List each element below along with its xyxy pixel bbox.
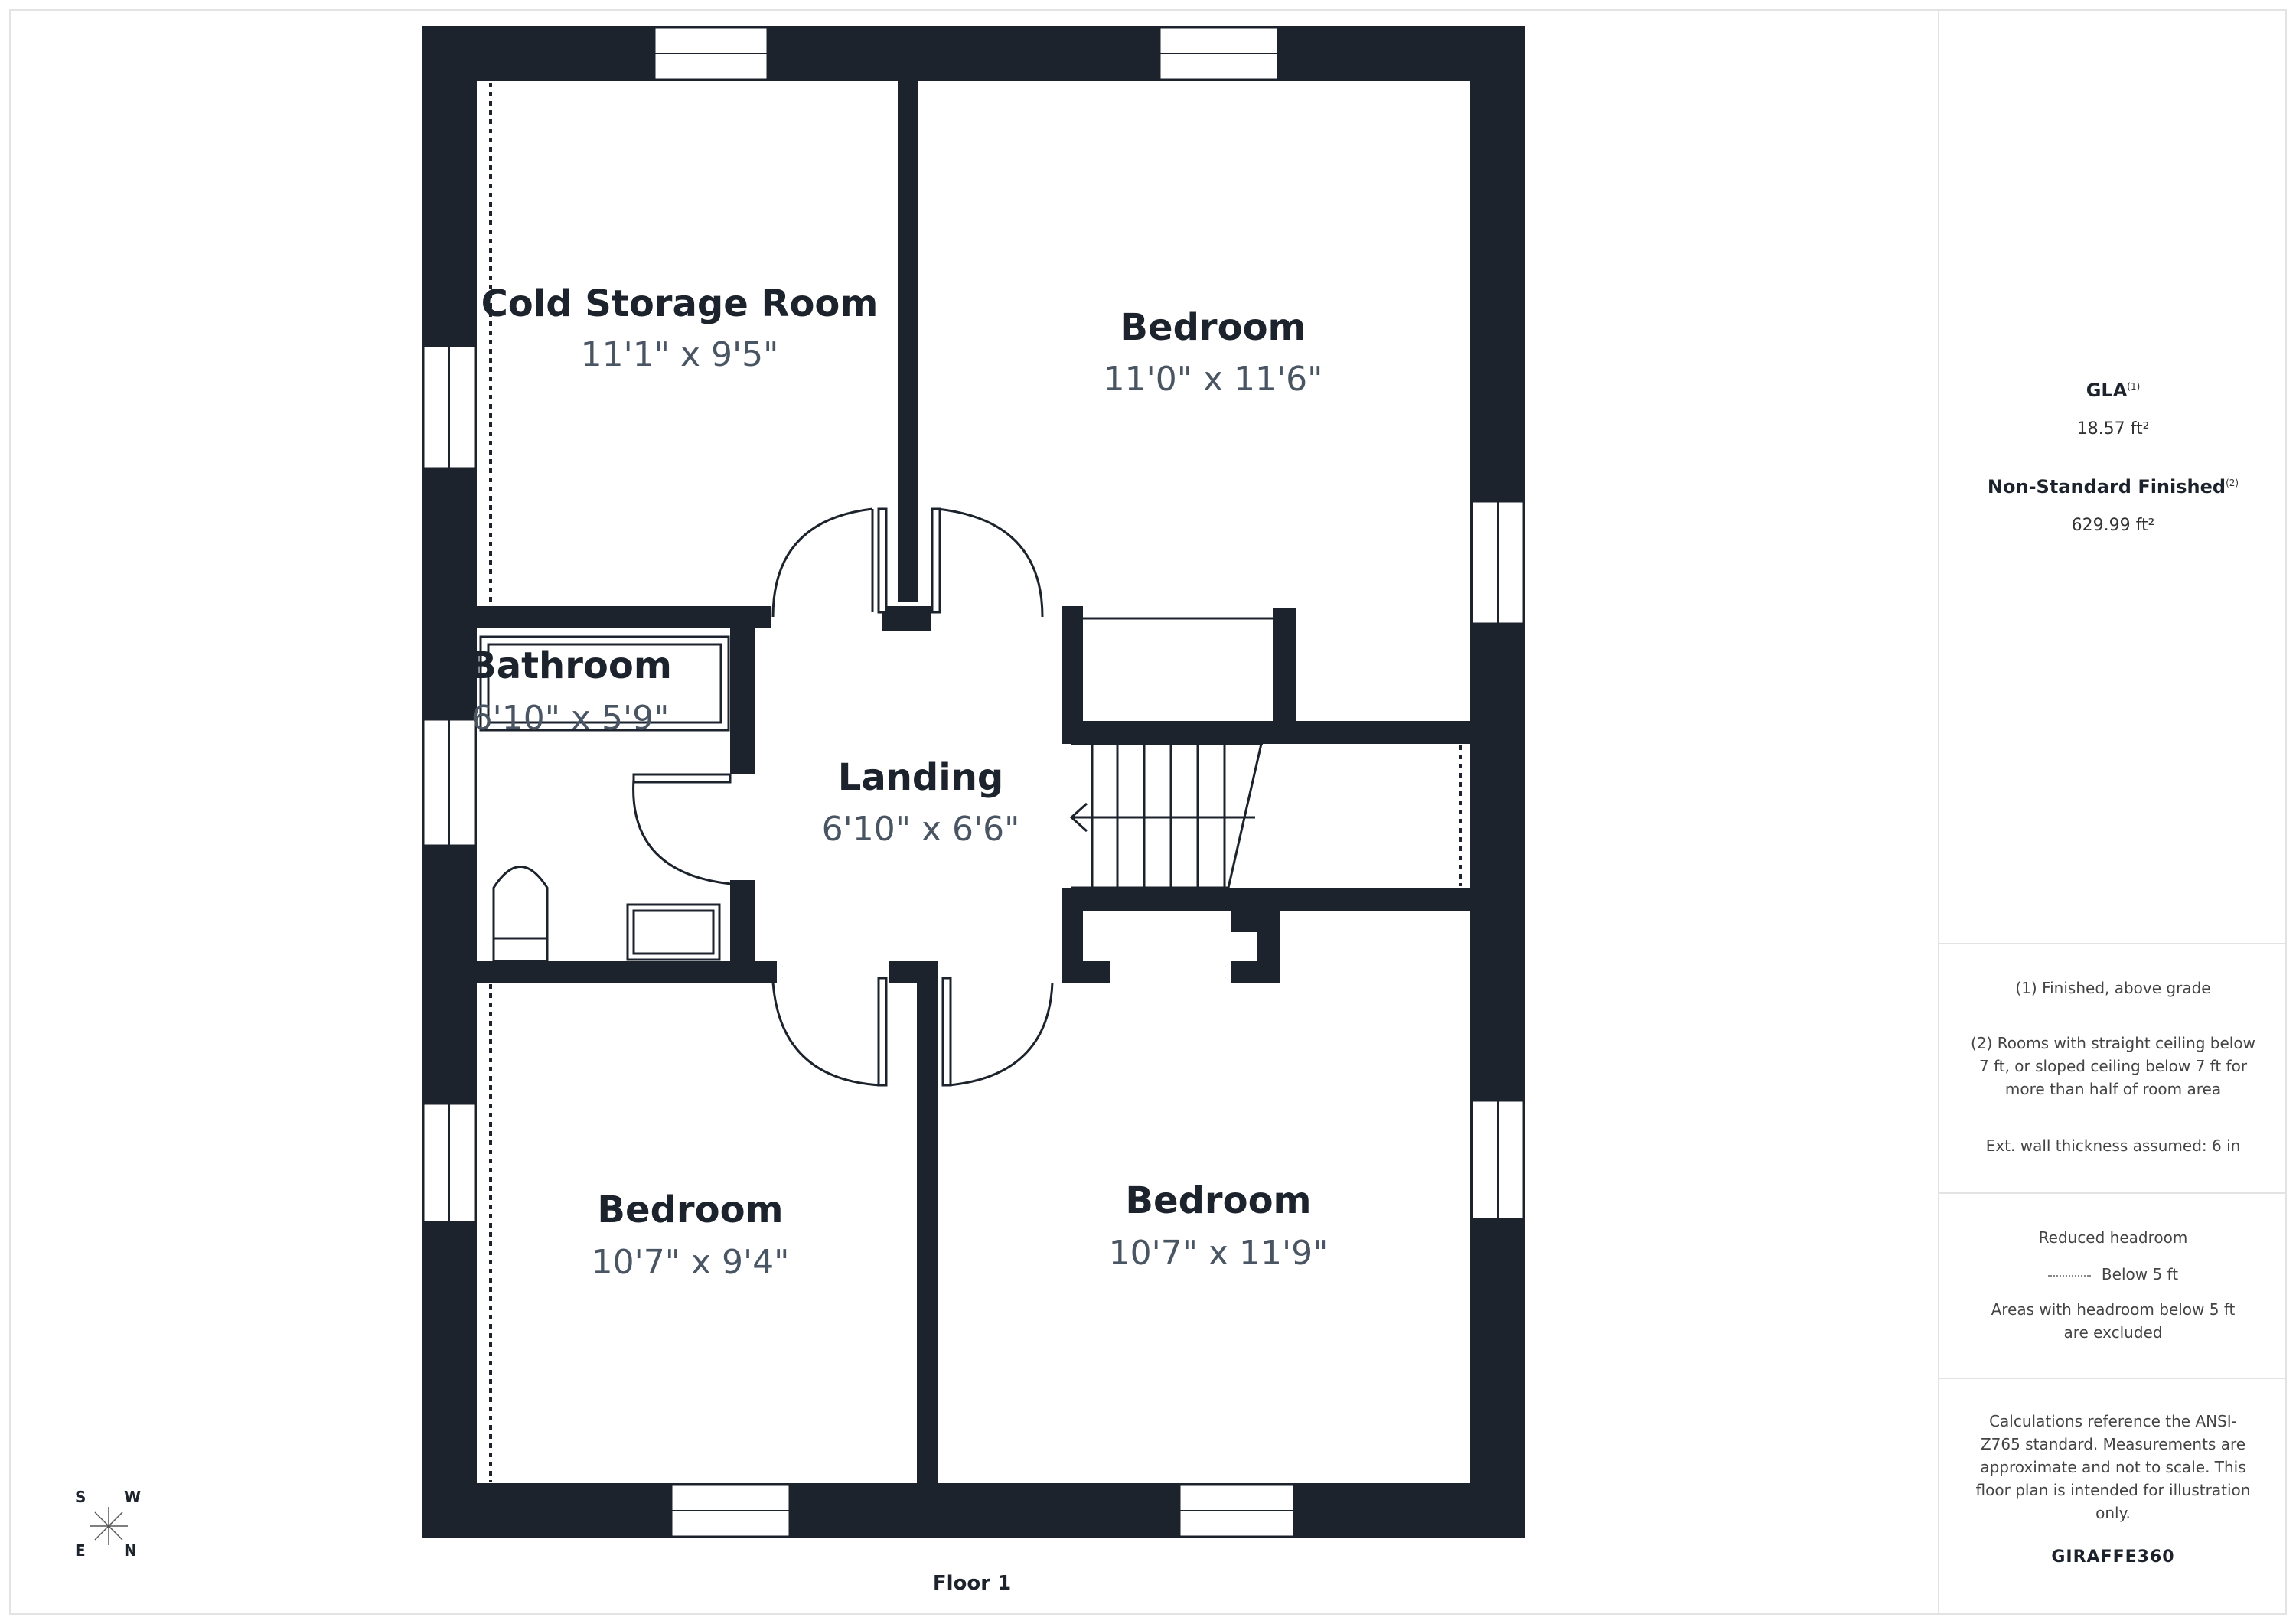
room-name-cold-storage: Cold Storage Room	[481, 282, 879, 325]
reduced-headroom-lines	[489, 83, 1462, 1482]
sidebar-separator	[1939, 943, 2287, 944]
gla-value: 18.57 ft²	[2076, 419, 2150, 439]
nsf-heading: Non-Standard Finished(2)	[1939, 476, 2287, 497]
footnote-3: Ext. wall thickness assumed: 6 in	[1985, 1136, 2241, 1155]
page-frame	[9, 9, 2287, 1615]
sidebar-separator	[1939, 1378, 2287, 1379]
compass-label: W	[124, 1488, 142, 1506]
reduced-headroom-legend: Below 5 ft	[1939, 1263, 2287, 1286]
dotted-line-icon	[2047, 1274, 2091, 1277]
gla-footnote-marker: (1)	[2127, 381, 2141, 392]
compass-rose: S W E N	[70, 1488, 147, 1564]
footnote-2: (2) Rooms with straight ceiling below 7 …	[1971, 1034, 2255, 1098]
reduced-headroom-title: Reduced headroom	[2038, 1228, 2188, 1247]
stairs	[1069, 617, 1273, 889]
room-name-bedroom-1: Bedroom	[1120, 306, 1306, 349]
nsf-footnote-marker: (2)	[2226, 478, 2239, 488]
door-swings	[632, 507, 1054, 1087]
room-dim-bedroom-2: 10'7" x 9'4"	[592, 1243, 790, 1282]
brand-name: GIRAFFE	[2051, 1547, 2138, 1567]
bathroom-fixtures	[479, 635, 730, 963]
room-name-bathroom: Bathroom	[468, 644, 672, 687]
footnote-1: (1) Finished, above grade	[2015, 979, 2211, 997]
room-dim-bedroom-1: 11'0" x 11'6"	[1104, 360, 1323, 399]
floor-label: Floor 1	[932, 1572, 1012, 1595]
room-dim-cold-storage: 11'1" x 9'5"	[581, 335, 779, 374]
room-name-bedroom-2: Bedroom	[597, 1189, 783, 1231]
window-panes	[448, 53, 1499, 1511]
room-dim-bedroom-3: 10'7" x 11'9"	[1109, 1234, 1329, 1273]
room-dim-landing: 6'10" x 6'6"	[822, 810, 1020, 849]
interior-walls	[477, 81, 1470, 1483]
compass-label: S	[75, 1488, 86, 1506]
gla-heading: GLA(1)	[1939, 380, 2287, 401]
reduced-headroom-note: Areas with headroom below 5 ft are exclu…	[1991, 1300, 2236, 1342]
room-dim-bathroom: 6'10" x 5'9"	[471, 699, 670, 738]
room-name-landing: Landing	[838, 756, 1004, 799]
compass-label: N	[124, 1541, 137, 1560]
brand-logo: GIRAFFE360	[1939, 1547, 2287, 1567]
gla-label: GLA	[2086, 380, 2128, 401]
reduced-headroom-legend-label: Below 5 ft	[2101, 1265, 2179, 1283]
nsf-value: 629.99 ft²	[2071, 516, 2155, 535]
compass-label: E	[75, 1541, 86, 1560]
disclaimer: Calculations reference the ANSI-Z765 sta…	[1975, 1412, 2251, 1522]
sidebar-separator	[1939, 1192, 2287, 1194]
nsf-label: Non-Standard Finished	[1987, 476, 2226, 497]
sidebar-divider	[1938, 9, 1939, 1615]
brand-number: 360	[2137, 1547, 2175, 1567]
room-name-bedroom-3: Bedroom	[1125, 1179, 1311, 1222]
